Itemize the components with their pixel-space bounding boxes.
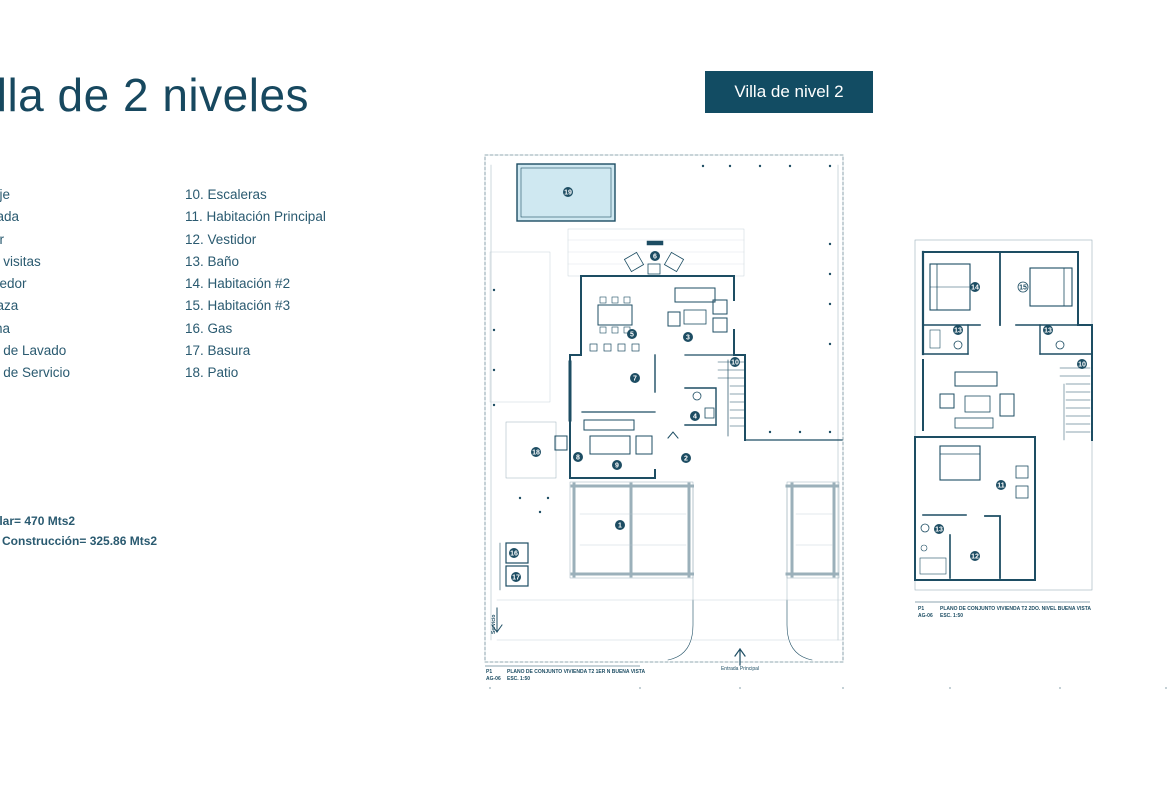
room-number: 13 bbox=[1044, 328, 1052, 335]
room-marker bbox=[563, 187, 573, 197]
room-number: 2 bbox=[684, 456, 688, 463]
legend-item: 11. Habitación Principal bbox=[185, 209, 326, 225]
room-number: 3 bbox=[686, 335, 690, 342]
legend-item: rada bbox=[0, 209, 20, 225]
legend-item: o visitas bbox=[0, 253, 41, 269]
stairs bbox=[717, 361, 745, 427]
legend-item: 12. Vestidor bbox=[185, 231, 257, 247]
room-number: 9 bbox=[615, 463, 619, 470]
legend-item: 15. Habitación #3 bbox=[185, 298, 291, 314]
room-marker bbox=[1043, 325, 1053, 335]
legend-item: 17. Basura bbox=[185, 343, 251, 359]
area-solar: olar= 470 Mts2 bbox=[0, 514, 76, 528]
room-marker bbox=[1017, 281, 1029, 293]
legend-item: ina bbox=[0, 320, 11, 336]
room-number: 5 bbox=[630, 332, 634, 339]
legend-item: a de Servicio bbox=[0, 365, 71, 381]
room-marker bbox=[650, 251, 660, 261]
room-number: 10 bbox=[1078, 362, 1086, 369]
level-badge[interactable]: Villa de nivel 2 bbox=[705, 71, 873, 113]
page-title: illa de 2 niveles bbox=[0, 69, 310, 121]
room-number: 13 bbox=[954, 328, 962, 335]
legend-item: 10. Escaleras bbox=[185, 187, 267, 202]
caption-code: P1 bbox=[486, 669, 492, 675]
room-number: 13 bbox=[935, 527, 943, 534]
room-marker bbox=[996, 480, 1006, 490]
legend-item: 13. Baño bbox=[185, 253, 240, 269]
legend-item: a de Lavado bbox=[0, 343, 67, 359]
caption-sheet: AG-06 bbox=[918, 613, 933, 619]
caption-plan-2: P1 AG-06 PLANO DE CONJUNTO VIVIENDA T2 2… bbox=[915, 601, 1091, 619]
room-number: 4 bbox=[693, 414, 697, 421]
room-marker bbox=[511, 572, 521, 582]
room-number: 12 bbox=[971, 554, 979, 561]
room-marker bbox=[612, 460, 622, 470]
legend-column-2: 10. Escaleras 11. Habitación Principal 1… bbox=[185, 184, 326, 385]
service-label: Servicio bbox=[491, 615, 497, 634]
room-marker bbox=[970, 551, 980, 561]
legend-item: nedor bbox=[0, 276, 27, 292]
room-number: 14 bbox=[971, 285, 979, 292]
caption-code: P1 bbox=[918, 606, 924, 612]
plan-level-2 bbox=[914, 239, 1093, 591]
legend-item: aje bbox=[0, 187, 11, 202]
room-marker bbox=[615, 520, 625, 530]
room-marker bbox=[690, 411, 700, 421]
room-number: 1 bbox=[618, 523, 622, 530]
room-marker bbox=[1077, 359, 1087, 369]
room-markers-level-2: 14 15 13 13 10 11 13 12 bbox=[934, 281, 1087, 561]
room-number: 15 bbox=[1019, 285, 1027, 292]
room-number: 11 bbox=[997, 483, 1005, 490]
room-marker bbox=[953, 325, 963, 335]
caption-sheet: AG-06 bbox=[486, 676, 501, 682]
room-marker bbox=[573, 452, 583, 462]
legend-item: ar bbox=[0, 231, 5, 247]
room-markers-level-1: 19 6 5 3 10 7 4 18 8 9 2 1 16 17 bbox=[509, 187, 740, 582]
legend-item: 14. Habitación #2 bbox=[185, 276, 291, 292]
room-marker bbox=[681, 453, 691, 463]
room-marker bbox=[531, 447, 541, 457]
room-number: 19 bbox=[564, 190, 572, 197]
caption-plan-1: P1 AG-06 PLANO DE CONJUNTO VIVIENDA T2 1… bbox=[485, 665, 645, 682]
caption-title: PLANO DE CONJUNTO VIVIENDA T2 2DO. NIVEL… bbox=[940, 606, 1091, 612]
room-number: 16 bbox=[510, 551, 518, 558]
room-marker bbox=[627, 329, 637, 339]
room-number: 8 bbox=[576, 455, 580, 462]
area-construccion: e Construcción= 325.86 Mts2 bbox=[0, 534, 158, 548]
legend-item: 18. Patio bbox=[185, 365, 239, 381]
room-marker bbox=[683, 332, 693, 342]
room-marker bbox=[934, 524, 944, 534]
room-marker bbox=[630, 373, 640, 383]
room-marker bbox=[970, 282, 980, 292]
caption-scale: ESC. 1:50 bbox=[940, 613, 963, 619]
caption-title: PLANO DE CONJUNTO VIVIENDA T2 1ER N BUEN… bbox=[507, 669, 645, 675]
room-number: 18 bbox=[532, 450, 540, 457]
room-number: 7 bbox=[633, 376, 637, 383]
room-number: 10 bbox=[731, 360, 739, 367]
entrance-label: Entrada Principal bbox=[721, 666, 759, 672]
room-number: 17 bbox=[512, 575, 520, 582]
legend-item: 16. Gas bbox=[185, 320, 233, 336]
room-marker bbox=[509, 548, 519, 558]
plan-level-1 bbox=[484, 154, 844, 666]
room-marker bbox=[730, 357, 740, 367]
caption-scale: ESC. 1:50 bbox=[507, 676, 530, 682]
room-number: 6 bbox=[653, 254, 657, 261]
